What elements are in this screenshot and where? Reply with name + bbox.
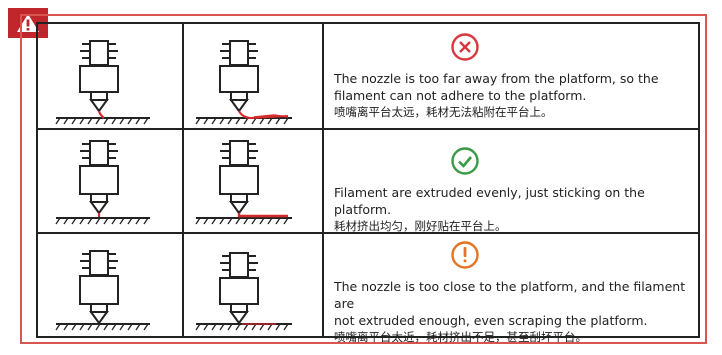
row-correct: Filament are extruded evenly, just stick… bbox=[38, 128, 698, 234]
description-zh: 喷嘴离平台太远，耗材无法粘附在平台上。 bbox=[334, 105, 553, 119]
description-en-line-1: The nozzle is too close to the platform,… bbox=[334, 279, 686, 311]
description-en-line-1: The nozzle is too far away from the plat… bbox=[334, 71, 659, 86]
description-zh: 耗材挤出均匀，刚好贴在平台上。 bbox=[334, 219, 507, 233]
nozzle-diagram-before bbox=[38, 130, 182, 234]
row-too-far: The nozzle is too far away from the plat… bbox=[38, 24, 698, 128]
nozzle-diagram-after bbox=[182, 130, 324, 234]
description-text: Filament are extruded evenly, just stick… bbox=[334, 184, 690, 235]
nozzle-diagram-before bbox=[38, 24, 182, 128]
description-text: The nozzle is too far away from the plat… bbox=[334, 70, 690, 121]
row-too-close: The nozzle is too close to the platform,… bbox=[38, 232, 698, 344]
description-en-line-2: not extruded enough, even scraping the p… bbox=[334, 313, 648, 328]
nozzle-diagram-after bbox=[182, 24, 324, 128]
row-description: The nozzle is too far away from the plat… bbox=[322, 24, 698, 128]
nozzle-diagram-before bbox=[38, 234, 182, 338]
leveling-table: The nozzle is too far away from the plat… bbox=[36, 22, 700, 344]
nozzle-diagram-after bbox=[182, 234, 324, 338]
description-en-line-2: filament can not adhere to the platform. bbox=[334, 88, 587, 103]
outer-frame bbox=[20, 14, 707, 344]
check-circle-icon bbox=[451, 147, 479, 175]
exclamation-circle-icon bbox=[451, 241, 479, 269]
row-description: Filament are extruded evenly, just stick… bbox=[322, 130, 698, 234]
warning-triangle-icon bbox=[17, 14, 39, 32]
description-text: The nozzle is too close to the platform,… bbox=[334, 278, 690, 346]
x-circle-icon bbox=[451, 33, 479, 61]
row-description: The nozzle is too close to the platform,… bbox=[322, 234, 698, 344]
description-zh: 喷嘴离平台太近，耗材挤出不足，甚至刮坏平台。 bbox=[334, 330, 587, 344]
description-en-line-1: Filament are extruded evenly, just stick… bbox=[334, 185, 645, 217]
